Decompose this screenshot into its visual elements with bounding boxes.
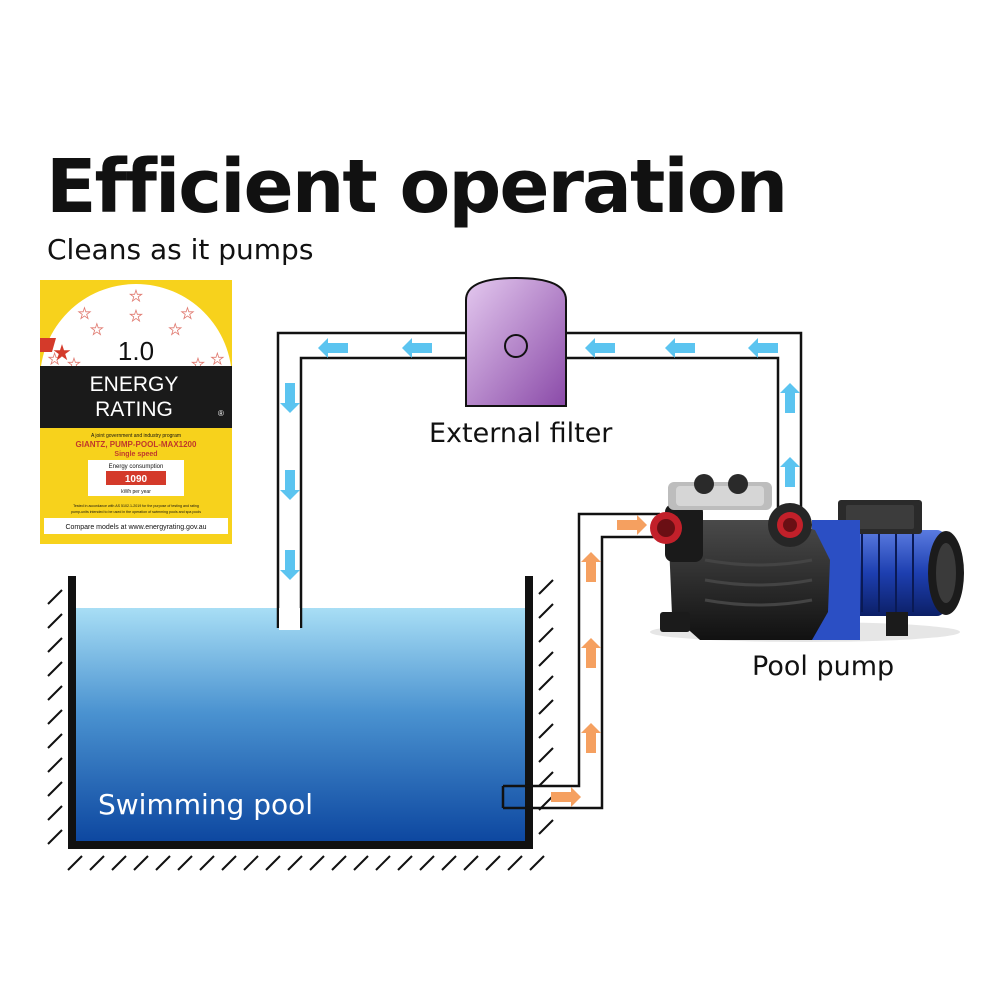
headline: Efficient operation [46,144,788,230]
empty-star-icon: ★ [211,351,224,368]
flow-arrow-up [581,723,601,753]
pool-water [75,608,526,842]
filled-star-icon: ★ [48,351,61,368]
red-star-icon: ★ [52,340,72,365]
consumption-unit: kWh per year [121,489,151,495]
return-pipe [276,331,803,628]
external-filter [465,276,567,407]
flow-arrow-down [280,550,300,580]
pump-label: Pool pump [752,651,895,682]
pool-tank-walls [68,576,533,849]
flow-arrow-down [280,470,300,500]
consumption-value: 1090 [125,474,148,485]
compare-models-note: Compare models at www.energyrating.gov.a… [65,524,206,531]
empty-star-icon: ★ [129,288,142,305]
program-note: A joint government and industry program [91,433,181,439]
filter-label: External filter [429,418,613,449]
energy-rating-value: 1.0 [118,336,154,366]
flow-arrow-left [318,338,348,358]
energy-rating-title-2: RATING [95,398,173,421]
consumption-label: Energy consumption [109,464,164,470]
test-note-line-1: Tested in accordance with AS 5102.1-2019… [73,504,199,508]
registered-mark: ® [218,409,224,418]
model-name: GIANTZ, PUMP-POOL-MAX1200 [76,440,197,449]
flow-arrow-left [402,338,432,358]
flow-arrow-down [280,383,300,413]
subheadline: Cleans as it pumps [47,233,314,266]
empty-star-icon: ★ [78,306,91,323]
flow-arrow-left [585,338,615,358]
flow-arrow-up [780,383,800,413]
test-note-line-2: pump-units intended to be used in the op… [71,510,201,514]
empty-star-icon: ★ [168,321,181,338]
empty-star-icon: ★ [90,321,103,338]
flow-arrow-right [617,515,647,535]
pool-label: Swimming pool [98,788,314,821]
energy-rating-label: ★★★★★★★★★★ 1.0 ★ ENERGY RATING ® A joint… [40,280,232,544]
flow-arrow-right [551,787,581,807]
empty-star-icon: ★ [181,306,194,323]
flow-arrow-up [780,457,800,487]
ground-hatching [47,579,554,871]
filter-port-icon [504,334,528,358]
speed-type: Single speed [114,451,157,458]
flow-arrow-left [665,338,695,358]
empty-star-icon: ★ [129,308,142,325]
flow-arrow-left [748,338,778,358]
pool-pump [650,474,964,642]
return-pipe-outlet [279,608,300,630]
swimming-pool [47,576,554,871]
suction-flow-arrows [551,515,647,807]
flow-arrow-up [581,638,601,668]
suction-pipe [501,512,660,810]
flow-arrow-up [581,552,601,582]
energy-rating-title-1: ENERGY [90,373,179,396]
